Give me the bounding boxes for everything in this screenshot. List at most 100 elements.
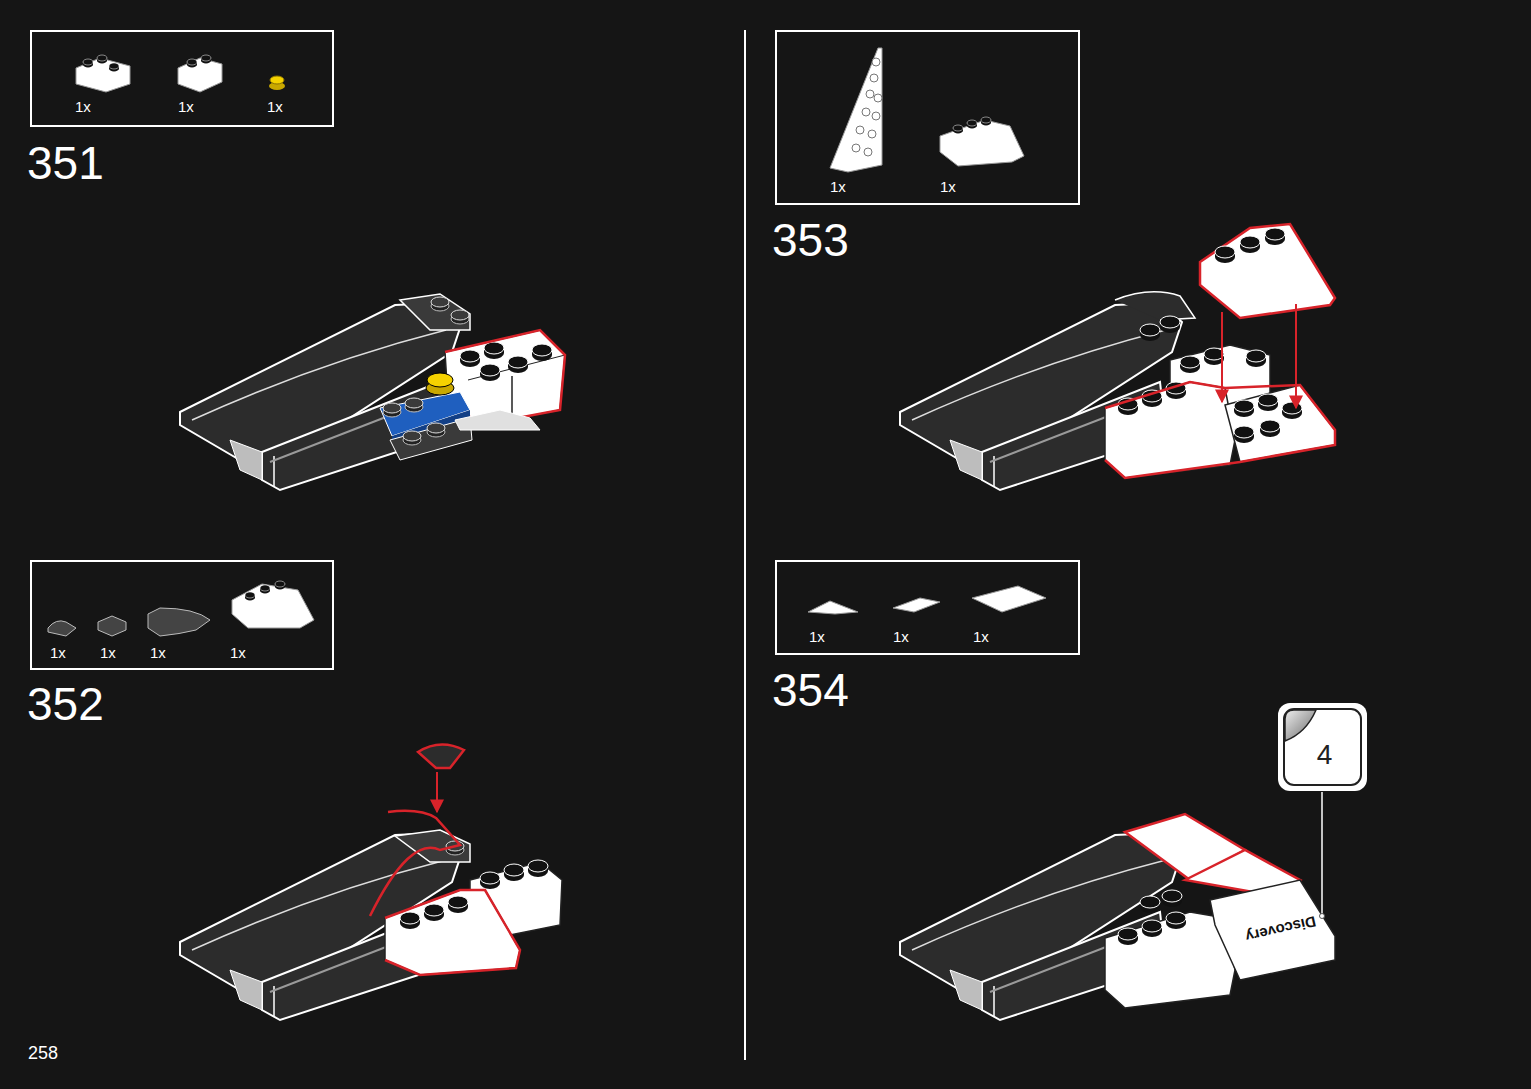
illustration-part <box>852 58 882 156</box>
illustration-part <box>187 59 197 68</box>
illustration-part <box>431 297 449 311</box>
illustration-part <box>972 586 1046 612</box>
step-number: 352 <box>27 681 104 727</box>
illustration-part <box>868 130 876 138</box>
illustration-part <box>383 403 401 417</box>
illustration-part <box>1142 920 1162 937</box>
illustration-part <box>403 431 421 445</box>
callout-number: 4 <box>1317 741 1333 769</box>
illustration-part <box>1180 356 1200 373</box>
illustration-part <box>405 398 423 412</box>
part-quantity: 1x <box>893 629 909 644</box>
illustration-part <box>385 890 520 975</box>
part-quantity: 1x <box>75 99 91 114</box>
illustration-part <box>455 410 540 430</box>
illustration-part <box>260 585 270 594</box>
part-quantity: 1x <box>830 179 846 194</box>
illustration-part <box>1115 292 1195 320</box>
illustration-part <box>866 90 874 98</box>
part-quantity: 1x <box>100 645 116 660</box>
illustration-part <box>385 890 520 975</box>
illustration-part <box>1200 224 1335 318</box>
illustration-part <box>451 310 469 324</box>
illustration-part <box>504 864 524 881</box>
illustration-part <box>480 872 500 889</box>
illustration-part <box>953 125 963 134</box>
illustration-part <box>245 592 255 601</box>
illustration-part <box>484 342 504 359</box>
illustration-part <box>1234 426 1254 443</box>
illustration-part <box>418 744 464 768</box>
illustration-part <box>400 294 470 330</box>
illustration-part <box>98 616 126 636</box>
illustration-part <box>1105 792 1335 1008</box>
illustration-part <box>1160 316 1180 333</box>
illustration-part <box>862 108 870 116</box>
illustration-part <box>448 896 468 913</box>
illustration-part <box>744 30 746 1060</box>
part-quantity: 1x <box>178 99 194 114</box>
illustration-part <box>981 117 991 126</box>
illustration-part <box>178 58 222 92</box>
illustration-part <box>427 373 453 387</box>
illustration-part <box>1105 382 1335 478</box>
illustration-part <box>808 601 858 614</box>
illustration-part <box>1166 912 1186 929</box>
page-number: 258 <box>28 1044 58 1062</box>
illustration-part <box>893 598 940 612</box>
illustration-part <box>1118 928 1138 945</box>
illustration-part <box>370 744 562 975</box>
illustration-part <box>380 294 565 460</box>
illustration-part <box>201 55 211 64</box>
parts-list: 1x1x1x1x <box>30 560 334 670</box>
sticker-callout: 4 <box>1278 703 1367 791</box>
part-quantity: 1x <box>267 99 283 114</box>
illustration-part <box>400 912 420 929</box>
part-quantity: 1x <box>230 645 246 660</box>
illustration-part <box>468 355 565 380</box>
illustration-part <box>864 148 872 156</box>
illustration-part <box>1282 402 1302 419</box>
illustration-part <box>1265 228 1285 245</box>
part-quantity: 1x <box>973 629 989 644</box>
illustration-part <box>436 772 438 812</box>
illustration-part <box>1140 896 1160 913</box>
illustration-part <box>270 76 284 84</box>
illustration-part <box>1234 400 1254 417</box>
step-number: 354 <box>772 667 849 713</box>
illustration-part <box>528 860 548 877</box>
illustration-part <box>1140 324 1160 341</box>
illustration-part <box>232 584 314 628</box>
illustration-part <box>532 344 552 361</box>
part-quantity: 1x <box>50 645 66 660</box>
illustration-part <box>148 608 210 636</box>
illustration-part <box>1210 880 1335 980</box>
illustration-part <box>1320 914 1325 919</box>
part-quantity: 1x <box>809 629 825 644</box>
part-quantity: 1x <box>940 179 956 194</box>
parts-list: 1x 1x 1x <box>30 30 334 127</box>
illustration-part <box>1225 385 1335 462</box>
illustration-part <box>1105 224 1335 478</box>
illustration-part <box>1260 420 1280 437</box>
illustration-part <box>427 423 445 437</box>
illustration-part <box>872 58 880 66</box>
illustration-part <box>48 621 76 636</box>
illustration-part <box>480 364 500 381</box>
illustration-part <box>856 126 864 134</box>
step-number: 353 <box>772 217 849 263</box>
illustration-part <box>940 120 1024 166</box>
illustration-part <box>109 63 119 72</box>
illustration-part <box>1215 246 1235 263</box>
illustration-part <box>370 811 460 916</box>
step-number: 351 <box>27 140 104 186</box>
illustration-part <box>460 350 480 367</box>
illustration-part <box>1295 304 1297 408</box>
illustration-part <box>1246 350 1266 367</box>
illustration-part <box>1221 312 1223 402</box>
illustration-part <box>872 112 880 120</box>
illustration-part <box>1240 236 1260 253</box>
illustration-part <box>874 94 882 102</box>
illustration-part <box>97 55 107 64</box>
